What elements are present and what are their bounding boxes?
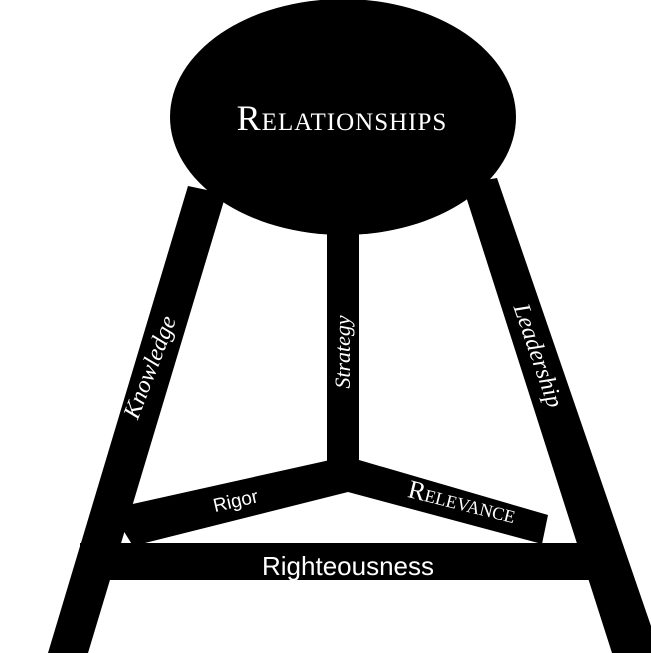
center-leg-label: Strategy <box>330 315 355 389</box>
seat-label: Relationships <box>237 98 448 138</box>
crossbar-label: Righteousness <box>262 551 434 581</box>
right-leg <box>462 178 651 653</box>
right-leg-label: Leadership <box>507 299 567 411</box>
